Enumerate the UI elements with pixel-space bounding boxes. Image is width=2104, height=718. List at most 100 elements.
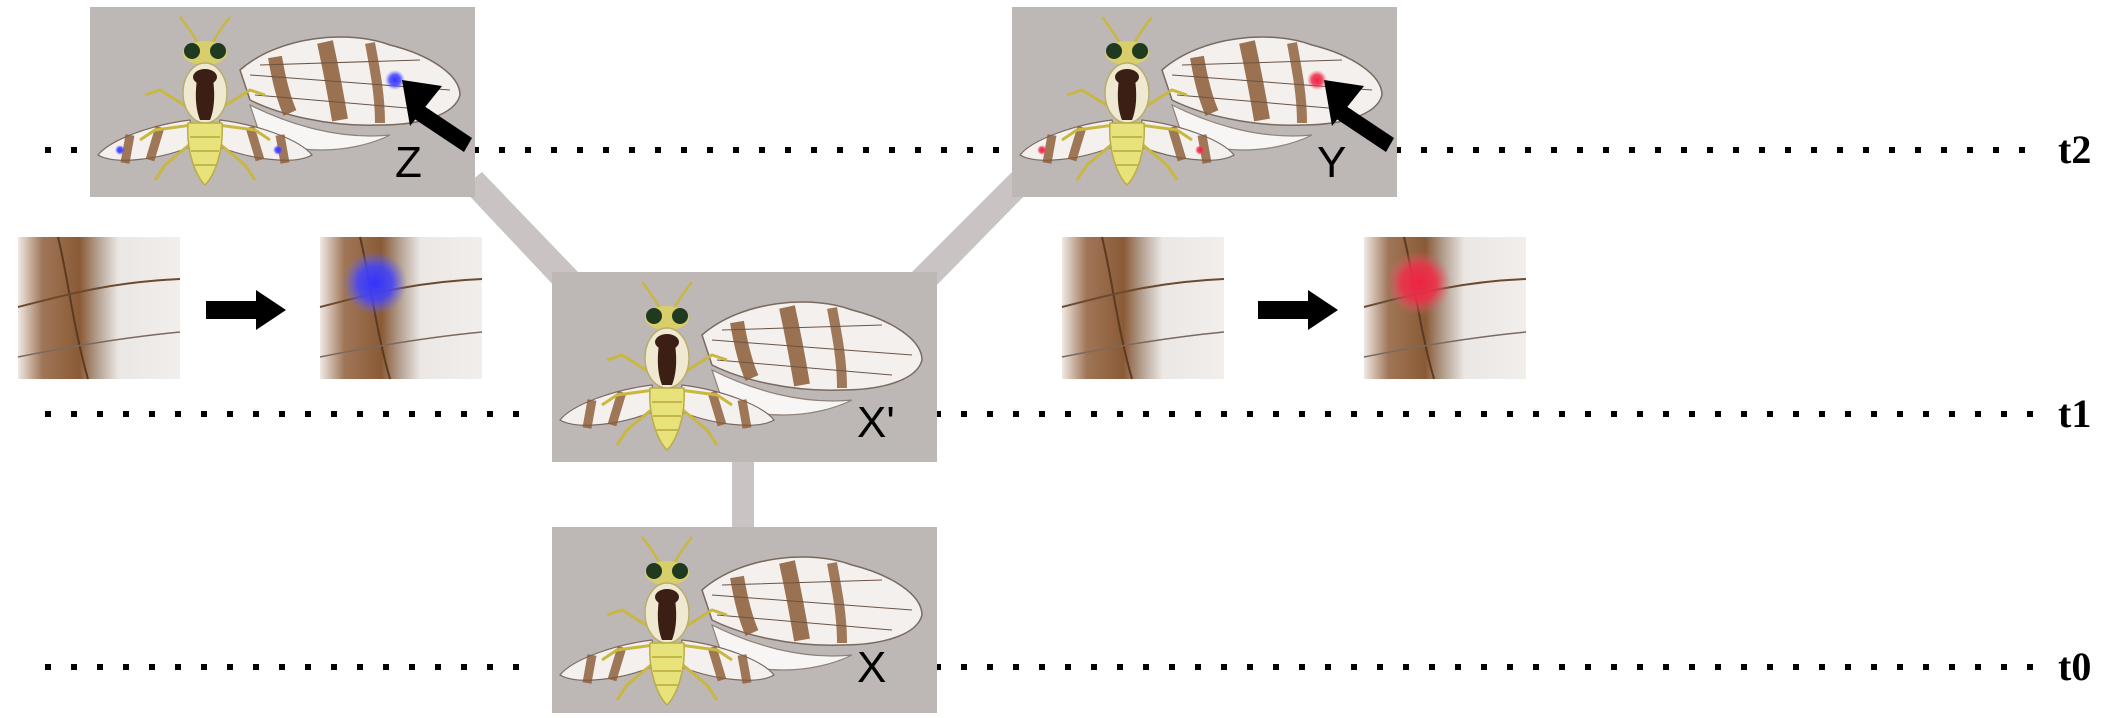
timeline-dot bbox=[1871, 411, 1877, 417]
timeline-dot bbox=[1741, 664, 1747, 670]
timeline-dot bbox=[1837, 147, 1843, 153]
timeline-dot bbox=[1715, 411, 1721, 417]
timeline-dot bbox=[435, 664, 441, 670]
timeline-dot bbox=[1559, 664, 1565, 670]
timeline-dot bbox=[71, 664, 77, 670]
wing-spot bbox=[1037, 145, 1047, 155]
timeline-dot bbox=[551, 147, 557, 153]
timeline-dot bbox=[1889, 147, 1895, 153]
timeline-dot bbox=[811, 147, 817, 153]
timeline-dot bbox=[1611, 411, 1617, 417]
timeline-dot bbox=[1325, 411, 1331, 417]
timeline-dot bbox=[227, 411, 233, 417]
timeline-dot bbox=[863, 147, 869, 153]
timeline-dot bbox=[987, 411, 993, 417]
timeline-dot bbox=[1871, 664, 1877, 670]
timeline-dot bbox=[1247, 411, 1253, 417]
timeline-dot bbox=[175, 411, 181, 417]
timeline-dot bbox=[1533, 411, 1539, 417]
timeline-dot bbox=[2019, 147, 2025, 153]
timeline-dot bbox=[993, 147, 999, 153]
timeline-dot bbox=[1767, 411, 1773, 417]
timeline-dot bbox=[487, 411, 493, 417]
wing-spot bbox=[273, 145, 283, 155]
timeline-dot bbox=[279, 664, 285, 670]
time-label-t1: t1 bbox=[2058, 391, 2091, 436]
timeline-dot bbox=[1975, 664, 1981, 670]
timeline-dot bbox=[123, 411, 129, 417]
timeline-dot bbox=[1013, 411, 1019, 417]
timeline-dot bbox=[1117, 411, 1123, 417]
timeline-dot bbox=[1941, 147, 1947, 153]
timeline-dot bbox=[1533, 664, 1539, 670]
timeline-dot bbox=[45, 147, 51, 153]
timeline-dot bbox=[1065, 411, 1071, 417]
timeline-dot bbox=[1759, 147, 1765, 153]
timeline-dot bbox=[2001, 411, 2007, 417]
timeline-dot bbox=[1689, 411, 1695, 417]
panel-x: X bbox=[552, 527, 937, 713]
timeline-dot bbox=[253, 664, 259, 670]
timeline-dot bbox=[1507, 664, 1513, 670]
timeline-dot bbox=[1325, 664, 1331, 670]
timeline-dot bbox=[1637, 411, 1643, 417]
timeline-dot bbox=[97, 664, 103, 670]
timeline-dot bbox=[785, 147, 791, 153]
timeline-dot bbox=[279, 411, 285, 417]
timeline-dot bbox=[499, 147, 505, 153]
timeline-dot bbox=[629, 147, 635, 153]
timeline-dot bbox=[707, 147, 713, 153]
timeline-dot bbox=[1681, 147, 1687, 153]
timeline-dot bbox=[1473, 147, 1479, 153]
timeline-dot bbox=[1299, 411, 1305, 417]
time-label-t2: t2 bbox=[2058, 127, 2091, 172]
timeline-dot bbox=[1273, 664, 1279, 670]
timeline-dot bbox=[915, 147, 921, 153]
timeline-dot bbox=[305, 411, 311, 417]
timeline-dot bbox=[383, 411, 389, 417]
timeline-dot bbox=[409, 664, 415, 670]
timeline-dot bbox=[941, 147, 947, 153]
timeline-dot bbox=[175, 664, 181, 670]
timeline-dot bbox=[1949, 664, 1955, 670]
timeline-dot bbox=[1785, 147, 1791, 153]
wing-spot bbox=[1387, 251, 1451, 315]
timeline-dot bbox=[1993, 147, 1999, 153]
timeline-dot bbox=[1949, 411, 1955, 417]
timeline-dot bbox=[1377, 411, 1383, 417]
timeline-dot bbox=[201, 664, 207, 670]
timeline-dot bbox=[1039, 664, 1045, 670]
timeline-dot bbox=[383, 664, 389, 670]
wing-spot bbox=[115, 145, 125, 155]
timeline-dot bbox=[487, 664, 493, 670]
timeline-dot bbox=[1811, 147, 1817, 153]
timeline-dot bbox=[1551, 147, 1557, 153]
timeline-dot bbox=[1637, 664, 1643, 670]
timeline-dot bbox=[97, 411, 103, 417]
timeline-dot bbox=[1793, 411, 1799, 417]
timeline-dot bbox=[987, 664, 993, 670]
timeline-dot bbox=[1845, 664, 1851, 670]
timeline-dot bbox=[1403, 664, 1409, 670]
panel-x-prime: X' bbox=[552, 272, 937, 462]
timeline-dot bbox=[1923, 664, 1929, 670]
timeline-dot bbox=[967, 147, 973, 153]
timeline-dot bbox=[1525, 147, 1531, 153]
timeline-dot bbox=[961, 411, 967, 417]
connector-x-xprime bbox=[732, 460, 754, 532]
timeline-dot bbox=[357, 664, 363, 670]
timeline-dot bbox=[1421, 147, 1427, 153]
timeline-dot bbox=[201, 411, 207, 417]
timeline-dot bbox=[2027, 411, 2033, 417]
right-arrow-icon bbox=[1258, 290, 1338, 330]
timeline-dot bbox=[1629, 147, 1635, 153]
wing-spot bbox=[343, 251, 407, 315]
timeline-dot bbox=[1091, 664, 1097, 670]
timeline-dot bbox=[71, 147, 77, 153]
timeline-dot bbox=[1117, 664, 1123, 670]
timeline-dot bbox=[1897, 411, 1903, 417]
timeline-dot bbox=[357, 411, 363, 417]
timeline-dot bbox=[759, 147, 765, 153]
panel-label: Z bbox=[395, 138, 422, 187]
timeline-dot bbox=[1741, 411, 1747, 417]
